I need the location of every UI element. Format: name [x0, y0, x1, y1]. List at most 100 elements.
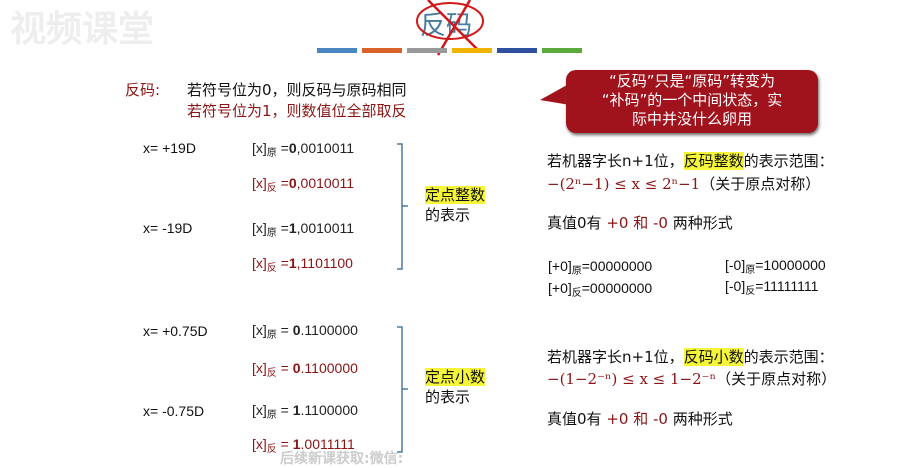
zero-post: 两种形式: [667, 410, 733, 428]
code-row: [x]原 = 1.1100000: [252, 402, 358, 421]
code-row: [x]反 =0,0010011: [252, 175, 354, 194]
x-value: x= +0.75D: [143, 323, 208, 339]
sign-bit: 0: [292, 360, 301, 376]
code-eq: =: [280, 402, 293, 418]
code-row: [x]反 = 0.1100000: [252, 360, 358, 379]
callout-line: “反码”只是“原码”转变为: [608, 72, 776, 90]
formula: −(2ⁿ−1) ≤ x ≤ 2ⁿ−1: [547, 175, 701, 193]
code-sub: 反: [266, 183, 277, 194]
formula-note: （关于原点对称）: [700, 175, 821, 193]
code-row: [x]反 =1,1101100: [252, 255, 353, 274]
value-bits: ,0010011: [296, 220, 355, 236]
code-sub: 反: [266, 263, 277, 274]
range-post: 的表示范围：: [743, 348, 834, 366]
sign-bit: 0: [292, 322, 301, 338]
value-bits: ,1101100: [296, 255, 353, 271]
range-formula: −(2ⁿ−1) ≤ x ≤ 2ⁿ−1（关于原点对称）: [547, 173, 820, 194]
brace-label: 的表示: [425, 388, 471, 406]
code-prefix: [x]: [252, 175, 267, 191]
x-value: x= -19D: [143, 220, 193, 236]
code-eq: =: [280, 175, 289, 191]
range-text: 若机器字长n+1位，反码整数的表示范围：: [547, 150, 834, 171]
watermark-logo: 视频课堂: [10, 9, 155, 50]
zero-and: 和: [628, 214, 653, 232]
x-value: x= +19D: [143, 140, 196, 156]
code-row: [x]原 =1,0010011: [252, 220, 354, 239]
definition-line1: 若符号位为0，则反码与原码相同: [187, 81, 407, 99]
value-bits: .0011111: [300, 436, 355, 452]
code-eq: =: [280, 140, 289, 156]
code-row: [x]原 =0,0010011: [252, 140, 354, 159]
code-eq: =: [280, 255, 289, 271]
zero-forms: 真值0有 +0 和 -0 两种形式: [547, 212, 733, 233]
zero-value: =10000000: [755, 257, 826, 273]
zero-pre: 真值0有: [547, 410, 607, 428]
code-prefix: [x]: [252, 255, 267, 271]
code-prefix: [x]: [252, 402, 267, 418]
value-bits: .1100000: [300, 322, 358, 338]
highlight-text: 反码整数: [683, 152, 744, 170]
brace-label: 的表示: [425, 206, 471, 224]
value-bits: .1100000: [300, 360, 358, 376]
zero-sub: 反: [745, 286, 756, 297]
sign-bit: 1: [288, 255, 297, 271]
code-sub: 原: [266, 228, 277, 239]
range-text: 若机器字长n+1位，反码小数的表示范围：: [547, 346, 834, 367]
code-eq: =: [280, 436, 293, 452]
callout-line: 际中并没什么卵用: [631, 110, 752, 128]
code-sub: 原: [266, 148, 277, 159]
value-bits: ,0010011: [296, 140, 355, 156]
x-value: x= -0.75D: [143, 403, 205, 419]
zero-post: 两种形式: [667, 214, 733, 232]
code-sub: 反: [266, 444, 277, 455]
zero-sub: 原: [571, 266, 582, 277]
sign-bit: 0: [288, 140, 297, 156]
callout-note: “反码”只是“原码”转变为 “补码”的一个中间状态，实 际中并没什么卵用: [566, 70, 818, 133]
highlight-text: 反码小数: [683, 348, 744, 366]
brace-label-highlight: 定点整数: [425, 184, 486, 205]
cross-out-annotation-icon: [416, 0, 484, 56]
code-prefix: [x]: [252, 140, 267, 156]
zero-code: [-0]反=11111111: [725, 278, 818, 297]
code-eq: =: [280, 220, 289, 236]
zero-code: [+0]反=00000000: [548, 280, 652, 299]
zero-code: [+0]原=00000000: [548, 258, 652, 277]
sign-bit: 1: [292, 436, 301, 452]
highlight-text: 定点整数: [425, 186, 486, 204]
formula-note: （关于原点对称）: [716, 370, 837, 388]
code-sub: 原: [266, 410, 277, 421]
minus-zero: -0: [652, 214, 668, 232]
plus-zero: +0: [606, 410, 629, 428]
value-bits: .1100000: [300, 402, 358, 418]
formula: −(1−2⁻ⁿ) ≤ x ≤ 1−2⁻ⁿ: [547, 370, 717, 388]
zero-value: =11111111: [755, 278, 819, 294]
zero-prefix: [-0]: [725, 278, 746, 294]
definition-label: 反码:: [125, 81, 161, 99]
brace-label-highlight: 定点小数: [425, 366, 486, 387]
sign-bit: 1: [288, 220, 297, 236]
code-prefix: [x]: [252, 436, 267, 452]
color-bar-yellow: [452, 48, 492, 53]
code-sub: 反: [266, 368, 277, 379]
brace-icon: [397, 326, 408, 453]
zero-prefix: [+0]: [548, 258, 572, 274]
range-pre: 若机器字长n+1位，: [547, 348, 684, 366]
zero-prefix: [+0]: [548, 280, 572, 296]
sign-bit: 1: [292, 402, 301, 418]
zero-prefix: [-0]: [725, 257, 746, 273]
zero-and: 和: [628, 410, 653, 428]
zero-value: =00000000: [581, 280, 653, 296]
code-eq: =: [280, 360, 293, 376]
zero-sub: 反: [571, 288, 582, 299]
zero-code: [-0]原=10000000: [725, 257, 826, 276]
range-formula: −(1−2⁻ⁿ) ≤ x ≤ 1−2⁻ⁿ（关于原点对称）: [547, 368, 836, 389]
code-row: [x]原 = 0.1100000: [252, 322, 358, 341]
code-row: [x]反 = 1.0011111: [252, 436, 355, 455]
sign-bit: 0: [288, 175, 297, 191]
color-bar-navy: [497, 48, 537, 53]
zero-pre: 真值0有: [547, 214, 607, 232]
color-bar-gray: [407, 48, 447, 53]
zero-forms: 真值0有 +0 和 -0 两种形式: [547, 408, 733, 429]
brace-icon: [397, 143, 408, 270]
minus-zero: -0: [652, 410, 668, 428]
